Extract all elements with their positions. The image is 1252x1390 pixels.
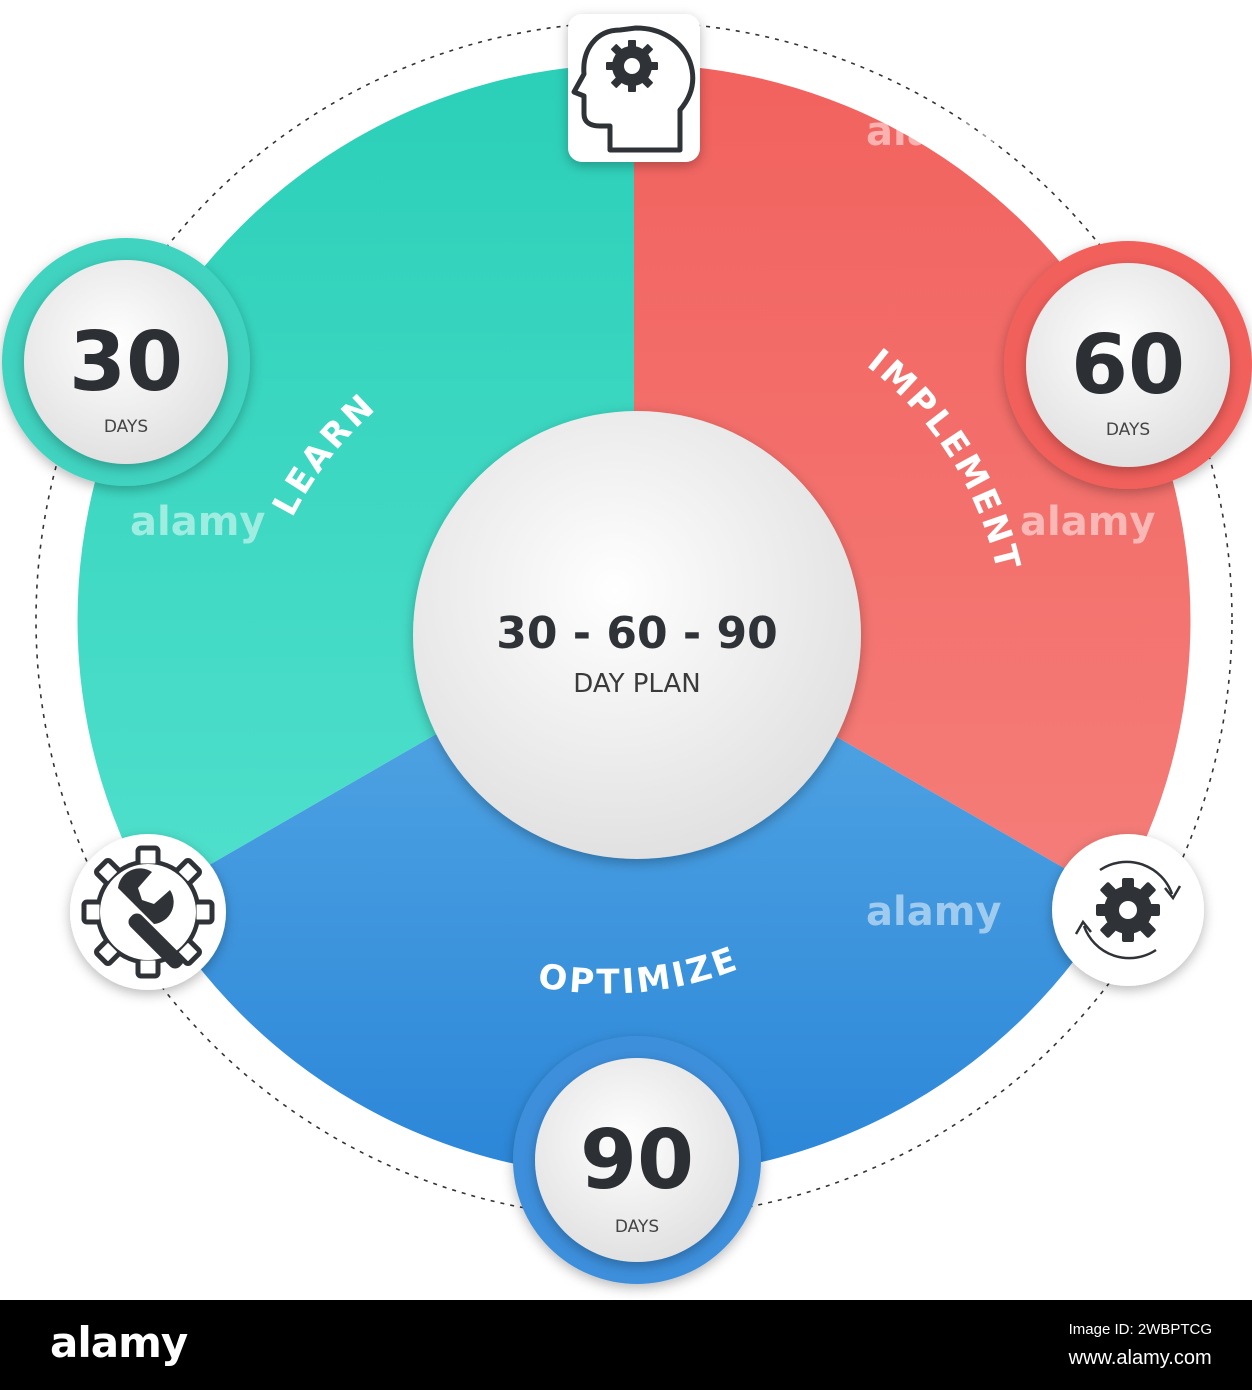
badge-90-days: 90 DAYS (513, 1036, 761, 1284)
badge-30-days: 30 DAYS (2, 238, 250, 486)
diagram-canvas: alamy alamy alamy alamy LEARN IMPLEMENT … (2, 14, 1252, 1284)
footer-url: www.alamy.com (1068, 1347, 1212, 1369)
watermark-text: alamy (866, 889, 1001, 935)
image-id-text: Image ID: 2WBPTCG (1068, 1321, 1212, 1338)
head-gear-icon (568, 14, 700, 162)
footer-info: Image ID: 2WBPTCG www.alamy.com (1069, 1316, 1212, 1372)
center-subtitle: DAY PLAN (573, 669, 700, 699)
cycle-diagram: alamy alamy alamy alamy LEARN IMPLEMENT … (2, 14, 1252, 1284)
segment-optimize (152, 620, 1116, 1177)
outer-dashed-orbit (35, 21, 1233, 1219)
badge-number: 60 (1071, 318, 1185, 413)
badge-number: 90 (580, 1113, 694, 1208)
badge-60-days: 60 DAYS (1004, 241, 1252, 489)
center-disc: 30 - 60 - 90 DAY PLAN (413, 411, 861, 859)
watermark-text: alamy (130, 499, 265, 545)
watermark-text: alamy (866, 109, 1001, 155)
watermark-layer: alamy alamy alamy alamy (130, 109, 1155, 935)
watermark-text: alamy (1020, 499, 1155, 545)
badge-unit: DAYS (104, 417, 148, 437)
badge-number: 30 (69, 315, 183, 410)
footer-logo: alamy (50, 1318, 188, 1367)
center-title: 30 - 60 - 90 (496, 608, 778, 659)
gear-wrench-icon (70, 834, 226, 990)
badge-unit: DAYS (1106, 420, 1150, 440)
gear-cycle-icon (1052, 834, 1204, 986)
badge-unit: DAYS (615, 1217, 659, 1237)
watermark-footer: alamy Image ID: 2WBPTCG www.alamy.com (0, 1300, 1252, 1390)
